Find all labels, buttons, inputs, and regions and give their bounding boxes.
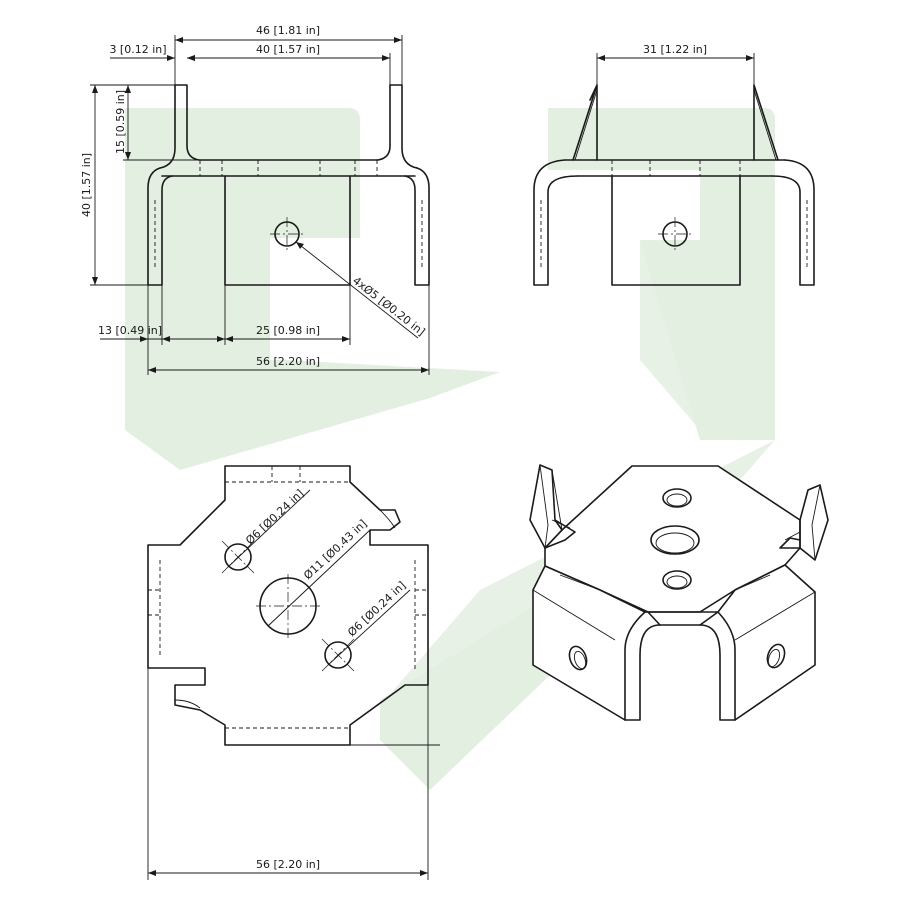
dim-left-offset: 13 [0.49 in] [98,324,162,337]
dim-height: 40 [1.57 in] [80,153,93,217]
dim-base-width: 56 [2.20 in] [256,355,320,368]
isometric-view [529,464,829,721]
dim-tab-thickness: 3 [0.12 in] [109,43,166,56]
front-view [147,84,430,286]
dim-overall-width: 46 [1.81 in] [256,24,320,37]
dim-tab-span: 31 [1.22 in] [643,43,707,56]
dim-hole-center: Ø11 [Ø0.43 in] [301,517,369,582]
side-view-dimensions: 31 [1.22 in] [596,43,755,85]
dim-hole-callout: 4xØ5 [Ø0.20 in] [350,274,427,338]
top-view [147,465,440,880]
dim-hole-right: Ø6 [Ø0.24 in] [345,579,408,639]
dim-center-width: 25 [0.98 in] [256,324,320,337]
dim-hole-left: Ø6 [Ø0.24 in] [243,487,306,547]
dim-inner-width: 40 [1.57 in] [256,43,320,56]
side-view [533,84,815,286]
watermark-logo [125,108,775,790]
dim-tab-height: 15 [0.59 in] [114,90,127,154]
dim-top-overall-width: 56 [2.20 in] [256,858,320,871]
